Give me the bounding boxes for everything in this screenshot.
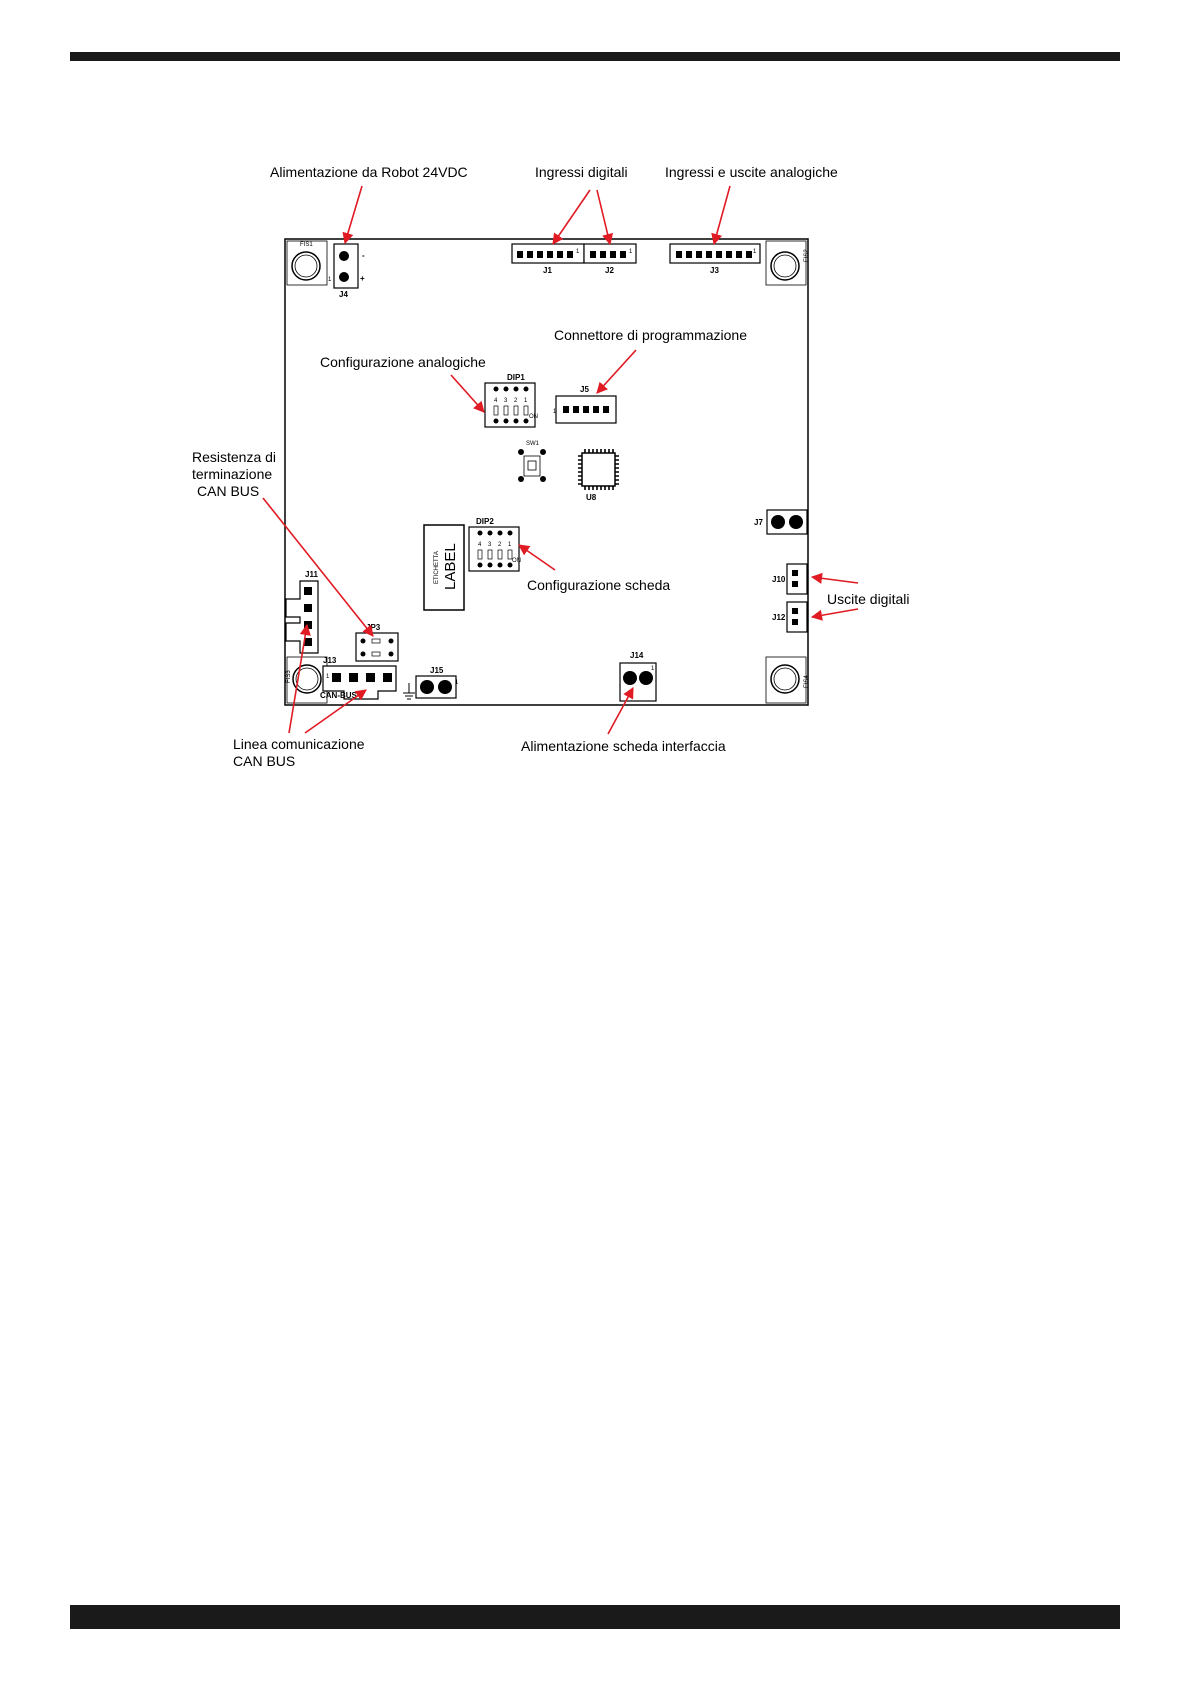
- j14-label: J14: [630, 651, 644, 660]
- arrow-power-interface: [607, 687, 634, 735]
- j11-label: J11: [305, 570, 318, 579]
- j12-label: J12: [772, 613, 786, 622]
- label-small-text: ETICHETTA: [434, 551, 440, 584]
- j15-pin1-label: 1: [455, 680, 459, 686]
- j1-pin1-label: 1: [576, 249, 580, 255]
- j10-label: J10: [772, 575, 786, 584]
- dip2-num-3: 3: [488, 542, 492, 548]
- arrow-analog-config: [450, 374, 485, 413]
- arrow-can-termination: [262, 497, 374, 637]
- connector-j5: J5 1: [553, 385, 617, 424]
- arrow-digital-inputs-j1: [552, 189, 591, 245]
- j2-label: J2: [605, 266, 614, 275]
- j4-plus-label: +: [360, 274, 365, 283]
- label-big-text: LABEL: [442, 543, 459, 590]
- sw1-label: SW1: [526, 441, 540, 447]
- connector-j14: J14 1: [619, 651, 657, 702]
- j5-label: J5: [580, 385, 589, 394]
- fixing-hole-3: FIS3: [286, 656, 328, 704]
- j5-pin1-label: 1: [553, 409, 557, 415]
- switch-sw1: SW1: [518, 441, 546, 482]
- jumper-jp3: JP3: [355, 623, 399, 662]
- dip1-num-3: 3: [504, 398, 508, 404]
- dip2-num-4: 4: [478, 542, 482, 548]
- ground-symbol: [403, 683, 415, 700]
- can-bus-silk-label: CAN-BUS: [320, 691, 358, 700]
- j13-label: J13: [323, 656, 337, 665]
- dip1-label: DIP1: [507, 373, 525, 382]
- arrow-can-line-j11: [288, 623, 311, 734]
- callout-analog-io: Ingressi e uscite analogiche: [665, 164, 838, 180]
- j2-pin1-label: 1: [629, 249, 633, 255]
- fis4-label: FIS4: [804, 675, 810, 688]
- callout-arrows: [262, 185, 859, 735]
- callout-programming: Connettore di programmazione: [554, 327, 747, 343]
- dip2-num-2: 2: [498, 542, 502, 548]
- header-bar: [70, 52, 1120, 61]
- connector-j7: J7: [754, 509, 808, 535]
- j14-pin1-label: 1: [651, 666, 655, 672]
- callout-can-line-line1: Linea comunicazione: [233, 736, 365, 752]
- j7-label: J7: [754, 518, 763, 527]
- j4-pin1-label: 1: [328, 277, 332, 283]
- j13-pin1-label: 1: [326, 674, 330, 680]
- arrow-digital-inputs-j2: [596, 189, 614, 246]
- connector-j4: - + 1 J4: [328, 243, 365, 299]
- footer-bar: [70, 1605, 1120, 1629]
- j4-label: J4: [339, 290, 348, 299]
- fis1-label: FIS1: [300, 242, 313, 248]
- j1-label: J1: [543, 266, 552, 275]
- j3-pin1-label: 1: [753, 249, 757, 255]
- dip2-num-1: 1: [508, 542, 512, 548]
- callout-digital-outputs: Uscite digitali: [827, 591, 910, 607]
- arrow-digital-outputs-j10: [810, 572, 859, 584]
- callout-analog-config: Configurazione analogiche: [320, 354, 486, 370]
- arrow-can-line-j13: [304, 689, 367, 734]
- callout-board-config: Configurazione scheda: [527, 577, 671, 593]
- dip1-on-label: ON: [529, 414, 538, 420]
- dip1-num-4: 4: [494, 398, 498, 404]
- dip2-on-label: ON: [512, 558, 521, 564]
- fixing-hole-4: FIS4: [765, 656, 810, 704]
- dip1-num-2: 2: [514, 398, 518, 404]
- callout-can-termination-line1: Resistenza di: [192, 449, 277, 465]
- j4-minus-label: -: [362, 251, 365, 260]
- callout-power-robot: Alimentazione da Robot 24VDC: [270, 164, 468, 180]
- dip2-label: DIP2: [476, 517, 494, 526]
- dip-switch-1: DIP1 4 3 2 1 ON: [484, 373, 538, 428]
- chip-u8: U8: [578, 449, 619, 502]
- fis2-label: FIS2: [804, 249, 810, 262]
- connector-j15: J15 1: [415, 666, 459, 699]
- connector-j2: 1 J2: [583, 243, 637, 275]
- fis3-label: FIS3: [286, 670, 292, 683]
- arrow-digital-outputs-j12: [810, 608, 859, 621]
- connector-j3: 1 J3: [669, 243, 761, 275]
- u8-label: U8: [586, 493, 597, 502]
- dip1-num-1: 1: [524, 398, 528, 404]
- fixing-hole-1: FIS1: [286, 240, 328, 286]
- callout-digital-inputs: Ingressi digitali: [535, 164, 628, 180]
- j3-label: J3: [710, 266, 719, 275]
- connector-j12: J12: [772, 601, 808, 633]
- board-outline: [284, 238, 809, 706]
- label-area: ETICHETTA LABEL: [423, 524, 465, 611]
- fixing-hole-2: FIS2: [765, 240, 810, 286]
- callout-can-termination-line3: CAN BUS: [197, 483, 260, 499]
- arrow-programming: [596, 349, 637, 394]
- callout-power-interface: Alimentazione scheda interfaccia: [521, 738, 726, 754]
- connector-j11: J11: [285, 570, 319, 654]
- arrow-analog-io: [711, 185, 731, 246]
- callout-can-line-line2: CAN BUS: [233, 753, 296, 769]
- connector-j1: 1 J1: [511, 243, 585, 275]
- callout-can-termination-line2: terminazione: [192, 466, 273, 482]
- connector-j13: J13 1 CAN-BUS: [320, 656, 397, 700]
- arrow-board-config: [518, 544, 556, 571]
- arrow-power-robot: [342, 185, 363, 245]
- dip-switch-2: DIP2 4 3 2 1 ON: [468, 517, 521, 572]
- connector-j10: J10: [772, 563, 808, 595]
- j15-label: J15: [430, 666, 444, 675]
